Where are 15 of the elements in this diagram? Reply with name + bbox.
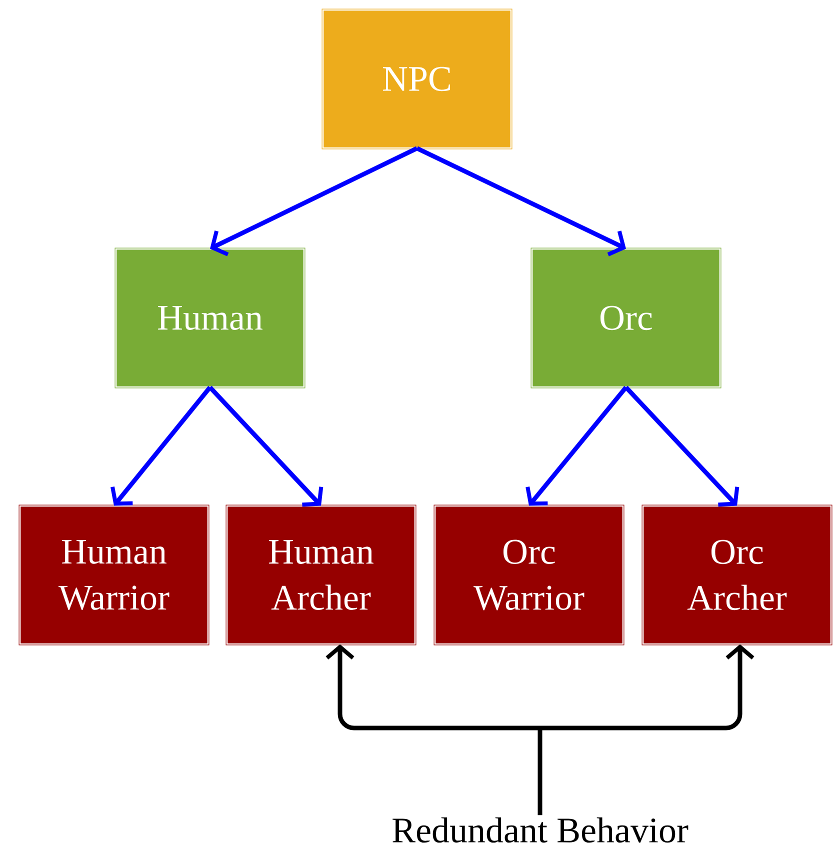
- arrow: [210, 146, 418, 256]
- arrow: [208, 386, 324, 507]
- process-box: Human: [114, 248, 306, 388]
- process-box: Orc Warrior: [434, 504, 624, 646]
- process-box: Human Warrior: [18, 504, 210, 646]
- process-box: NPC: [322, 8, 512, 150]
- arrow: [110, 386, 212, 506]
- process-box: Orc Archer: [642, 504, 832, 646]
- arrow: [624, 386, 740, 507]
- brace-arrow: [326, 644, 754, 816]
- arrow: [526, 386, 628, 506]
- process-box: Human Archer: [226, 504, 416, 646]
- arrow: [416, 146, 626, 256]
- caption-text: Redundant Behavior: [392, 817, 688, 843]
- process-box: Orc: [530, 248, 722, 388]
